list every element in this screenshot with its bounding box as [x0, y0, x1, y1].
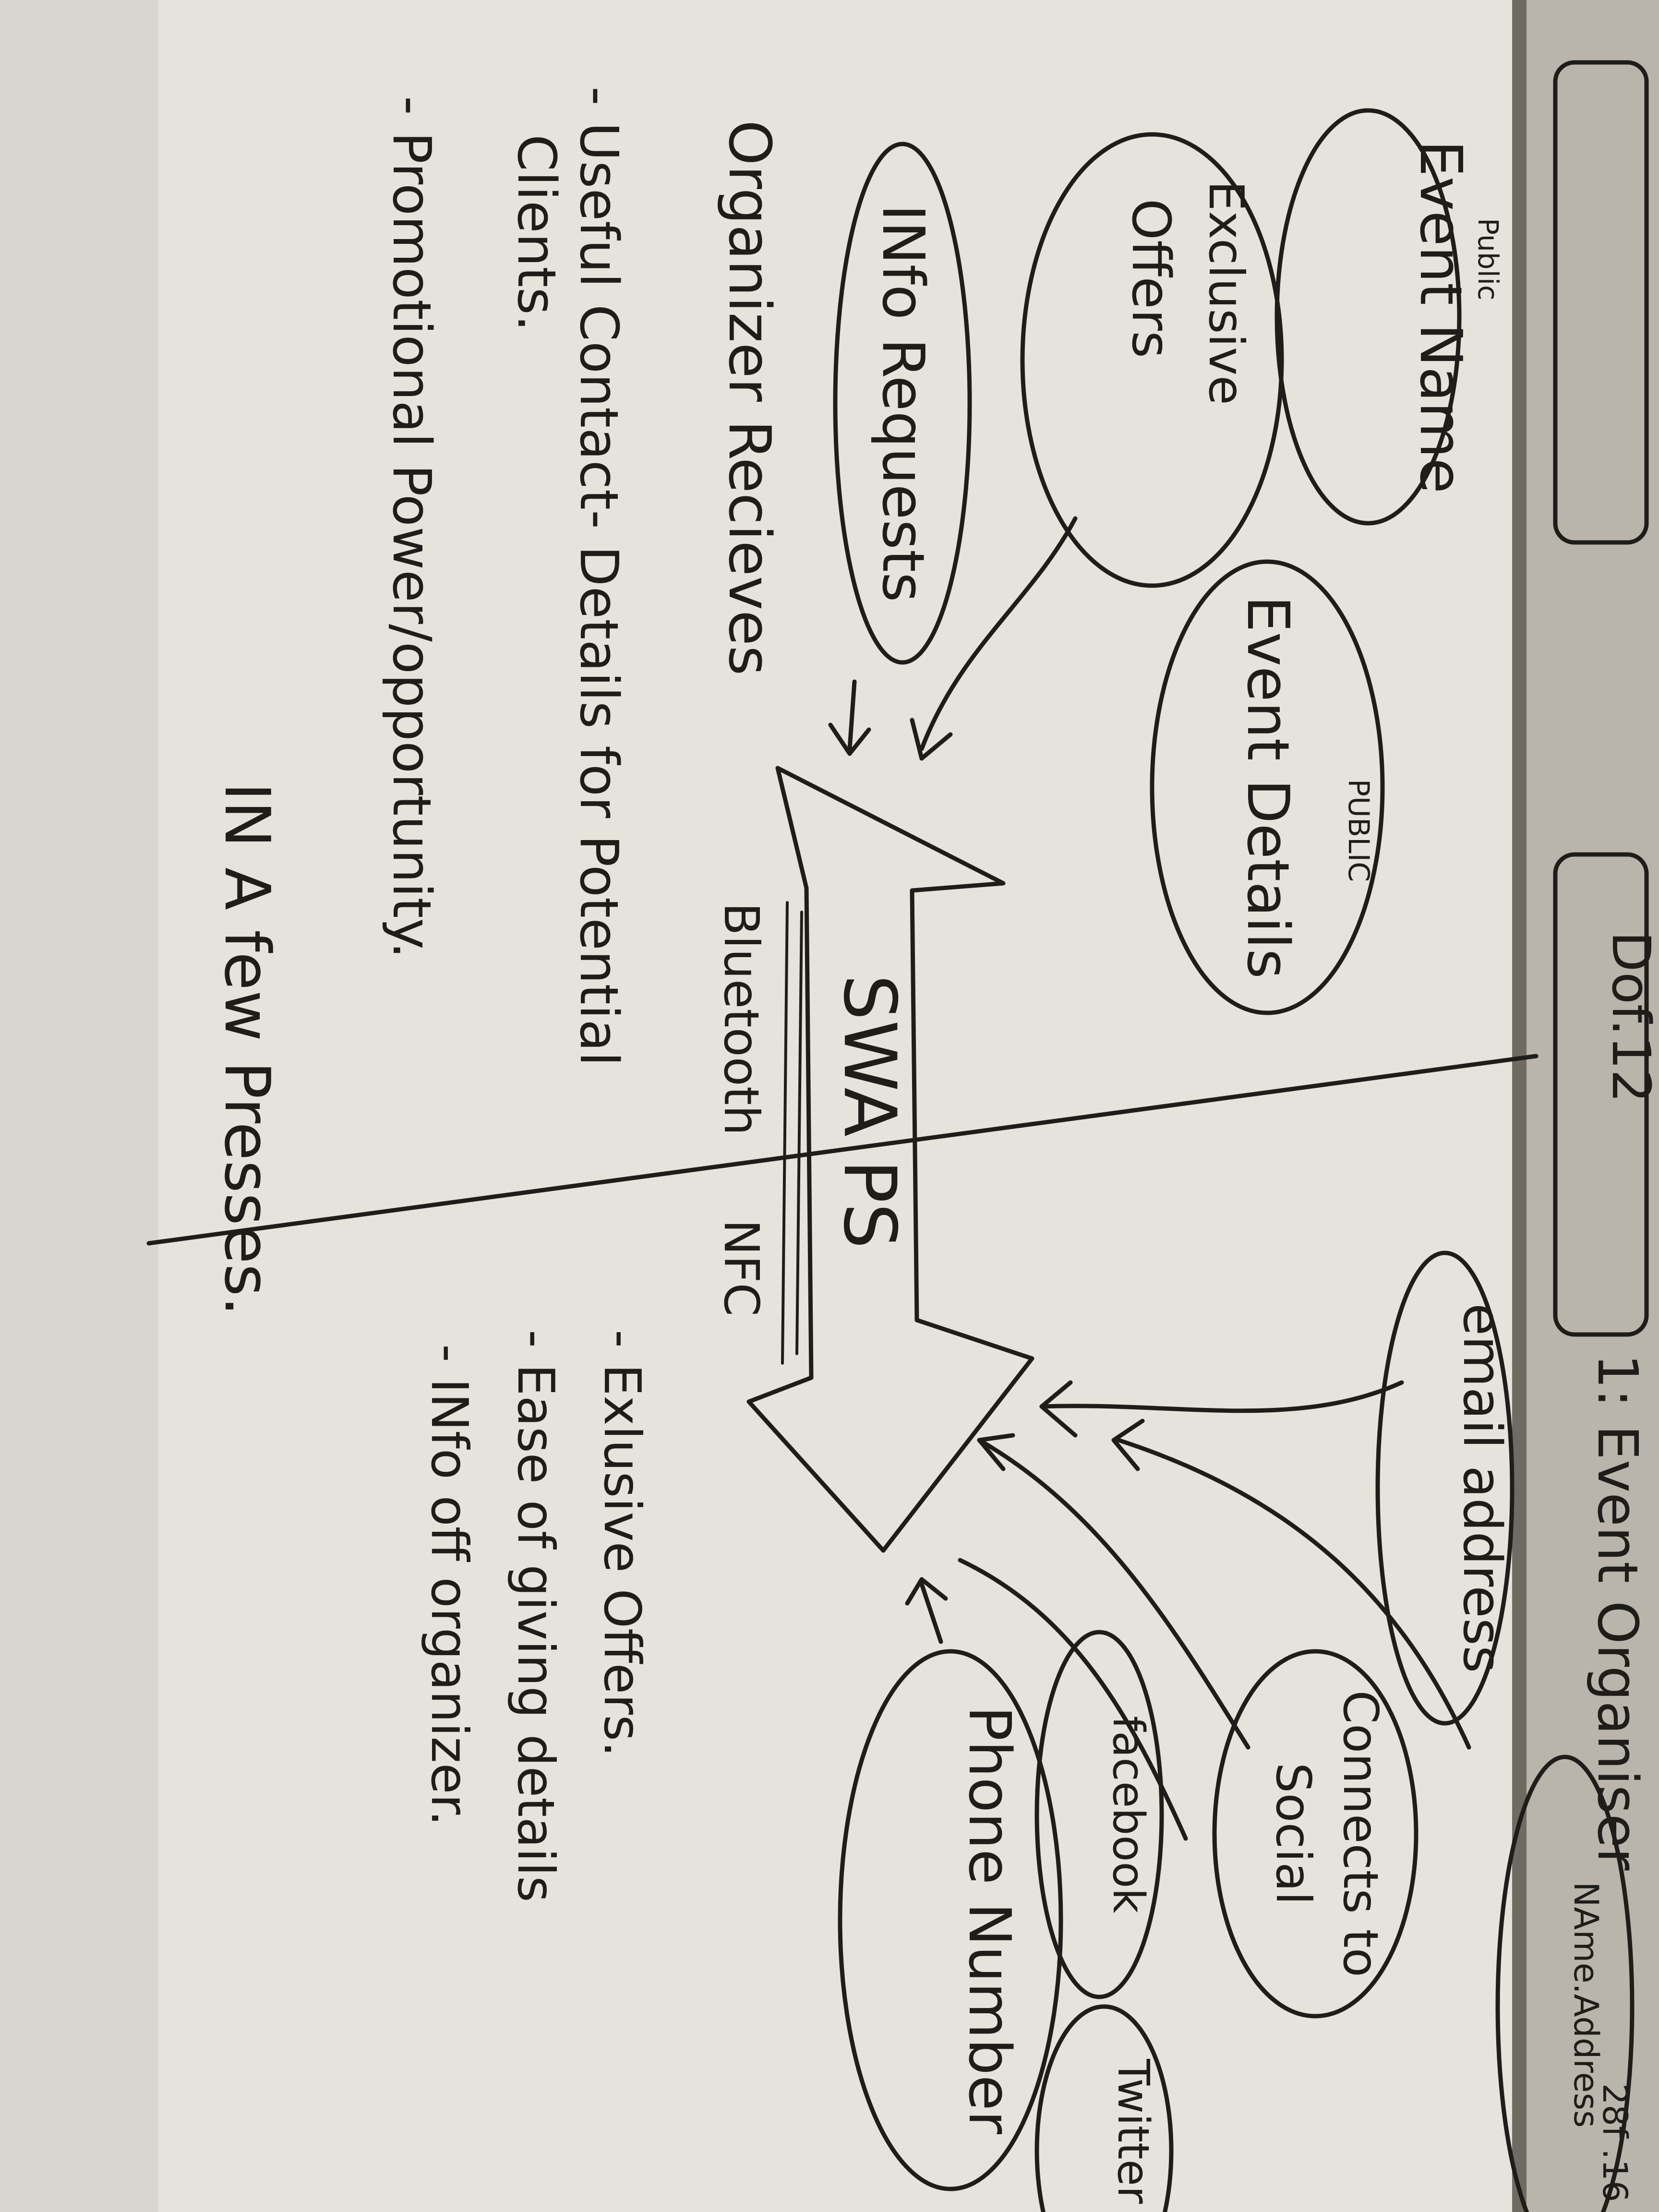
bubble-name-address-partial	[1495, 1755, 1635, 2212]
left-page	[0, 0, 1522, 2212]
bubble-public-event-details	[1150, 559, 1385, 1015]
tech-bluetooth: Bluetooth	[713, 902, 769, 1135]
label-name-address: NAme.Address	[1566, 1882, 1606, 2128]
bubble-email-address	[1375, 1250, 1515, 1726]
arrow-inner-line-2	[781, 901, 789, 1365]
swaps-label: SWA PS	[828, 974, 911, 1249]
arrow-name-address-to-swaps	[1116, 1438, 1471, 1750]
arrowhead-email	[1039, 1380, 1078, 1438]
label-public-details-qualifier: PUBLIC	[1342, 779, 1375, 882]
label-connects-to: Connects to	[1333, 1690, 1389, 1977]
label-social: Social	[1265, 1763, 1322, 1905]
right-sketch-label: Dof.12	[1600, 931, 1659, 1103]
arrow-facebook-to-swaps	[958, 1558, 1188, 1841]
page-gutter-shadow	[0, 0, 158, 2212]
right-page-title: 1: Event Organiser	[1585, 1354, 1649, 1871]
arrow-social-to-swaps	[977, 1438, 1250, 1750]
tech-nfc: NFC	[713, 1219, 769, 1316]
label-email-address: email address	[1452, 1303, 1513, 1673]
attendee-note-1: - Exlusive Offers.	[593, 1330, 651, 1757]
label-facebook: facebook	[1103, 1716, 1154, 1913]
organizer-note-1-line2: Clients.	[506, 134, 567, 332]
bubble-public-event-name	[1274, 108, 1462, 526]
arrow-email-to-swaps	[1039, 1380, 1404, 1413]
organizer-note-1-line1: - Useful Contact- Details for Potential	[568, 86, 630, 1066]
wireframe-box-top	[1553, 60, 1649, 545]
right-page-tally: 28f .16	[1595, 2083, 1635, 2202]
arrow-info-requests-down	[847, 679, 857, 751]
bubble-facebook	[1034, 1630, 1164, 1999]
arrow-phone-to-swaps	[919, 1582, 943, 1644]
bubble-phone-number	[838, 1649, 1063, 2191]
bubble-connects-to-social	[1212, 1649, 1419, 2019]
arrowhead-name-address	[1111, 1419, 1145, 1471]
label-event-name: Event Name	[1407, 140, 1474, 493]
bubble-twitter	[1034, 2004, 1174, 2212]
bubble-exclusive-offers	[1020, 132, 1284, 588]
organizer-heading: Organizer Recieves	[716, 120, 782, 675]
swaps-double-arrow	[746, 766, 1034, 1553]
arrowhead-info-requests	[828, 722, 871, 756]
arrow-inner-line-1	[795, 911, 803, 1355]
arrowhead-offers	[910, 718, 953, 761]
page-divider-line	[146, 1054, 1539, 1246]
label-event-details: Event Details	[1234, 596, 1301, 979]
organizer-note-2: - Promotional Power/opportunity.	[381, 96, 443, 959]
arrow-offers-to-swaps	[919, 516, 1078, 751]
label-exclusive: Exclusive	[1198, 180, 1254, 405]
attendee-note-2: - Ease of giving details	[506, 1330, 565, 1902]
arrowhead-social	[977, 1433, 1015, 1471]
bubble-info-requests	[833, 142, 972, 665]
attendee-note-3: - INfo off organizer.	[420, 1344, 479, 1826]
label-public-qualifier: Public	[1472, 218, 1504, 301]
label-phone-number: Phone Number	[956, 1706, 1022, 2135]
page-fold	[1512, 0, 1527, 2212]
label-info-requests: INfo Requests	[869, 204, 936, 602]
arrowhead-phone	[905, 1577, 948, 1606]
label-twitter: Twitter	[1108, 2058, 1158, 2204]
footer-note: IN A few Presses.	[211, 782, 284, 1316]
label-offers: Offers	[1120, 199, 1182, 359]
right-page	[1522, 0, 1659, 2212]
wireframe-box-middle	[1553, 852, 1649, 1337]
